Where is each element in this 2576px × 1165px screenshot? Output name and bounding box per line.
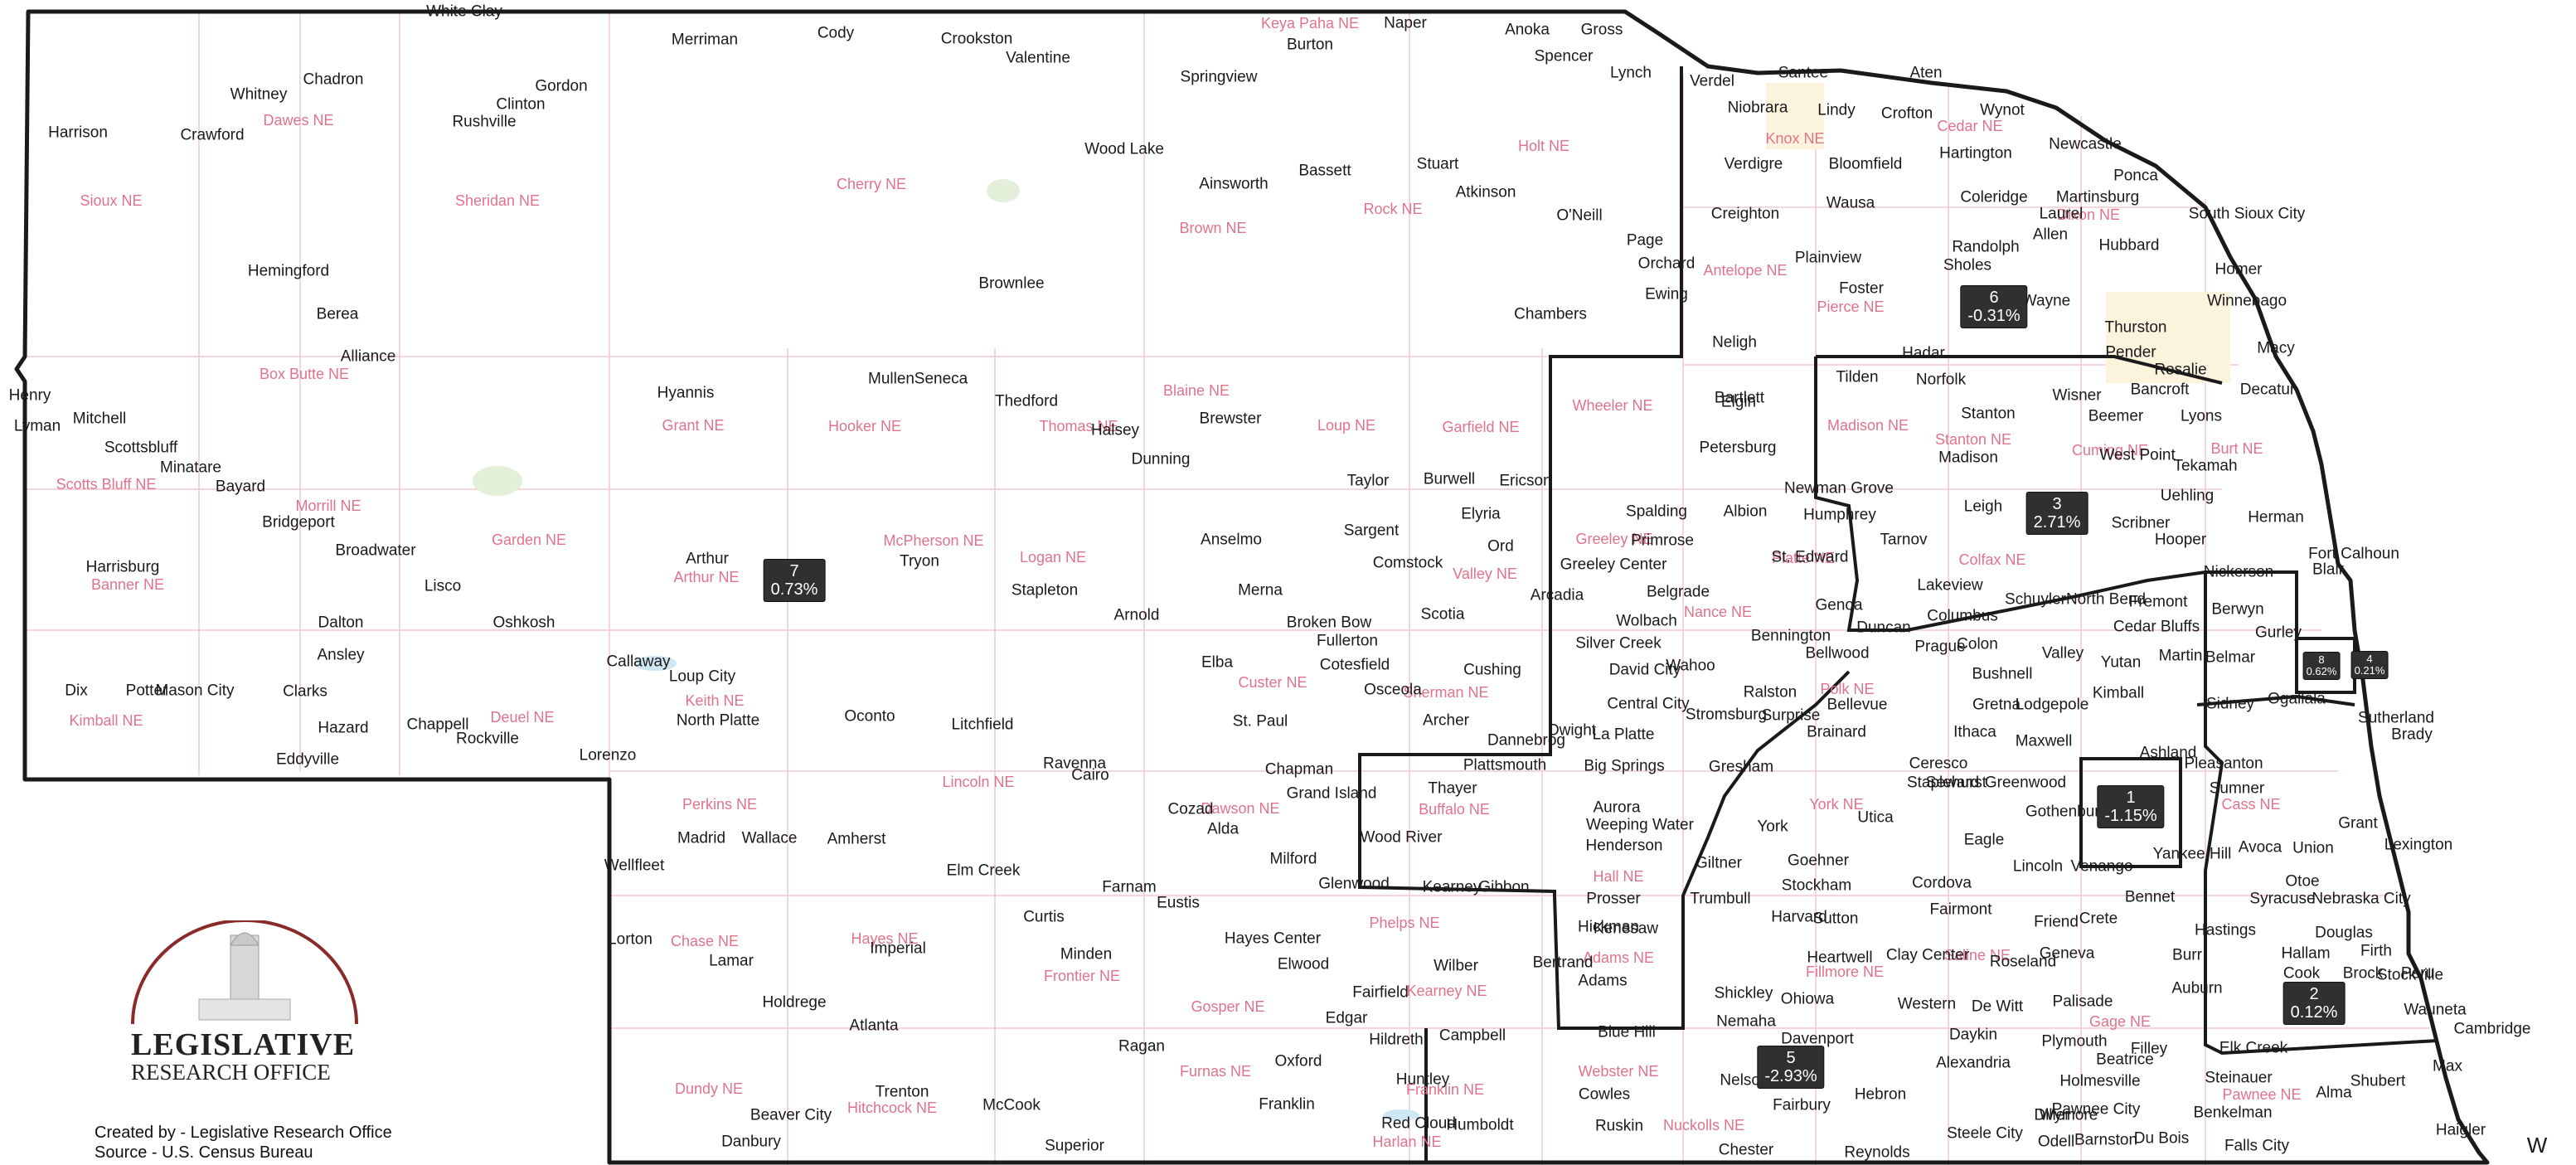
- district-badge-6[interactable]: 6-0.31%: [1960, 285, 2028, 328]
- district-number: 5: [1786, 1049, 1796, 1067]
- district-boundaries: [1358, 66, 2438, 1163]
- highlight-areas: [1766, 83, 2230, 383]
- district-number: 2: [2309, 985, 2319, 1003]
- district-change: -1.15%: [2104, 807, 2157, 825]
- district-number: 1: [2126, 789, 2136, 807]
- district-change: 0.73%: [770, 580, 818, 599]
- district-badge-1[interactable]: 1-1.15%: [2097, 785, 2165, 828]
- district-change: 0.12%: [2290, 1003, 2338, 1022]
- county-grid: [25, 12, 2429, 1165]
- district-number: 7: [789, 562, 799, 580]
- logo-line-2: RESEARCH OFFICE: [131, 1060, 331, 1085]
- state-outline: [14, 9, 2490, 1165]
- district-number: 4: [2366, 653, 2373, 665]
- district-number: 3: [2052, 495, 2062, 513]
- district-number: 8: [2318, 653, 2325, 666]
- district-change: -2.93%: [1764, 1067, 1817, 1085]
- capitol-icon: [131, 919, 358, 1025]
- credits: Created by - Legislative Research Office…: [95, 1123, 392, 1163]
- lro-logo: LEGISLATIVE RESEARCH OFFICE: [124, 919, 365, 1086]
- water-features: [473, 179, 1419, 1121]
- credits-created-by: Created by - Legislative Research Office: [95, 1124, 392, 1142]
- district-change: -0.31%: [1967, 307, 2021, 325]
- district-change: 2.71%: [2033, 513, 2081, 532]
- district-number: 6: [1989, 289, 1999, 307]
- district-change: 0.21%: [2354, 664, 2385, 677]
- district-change: 0.62%: [2306, 665, 2337, 677]
- logo-line-1: LEGISLATIVE: [131, 1027, 356, 1062]
- credits-source: Source - U.S. Census Bureau: [95, 1143, 313, 1162]
- district-badge-5[interactable]: 5-2.93%: [1757, 1046, 1825, 1089]
